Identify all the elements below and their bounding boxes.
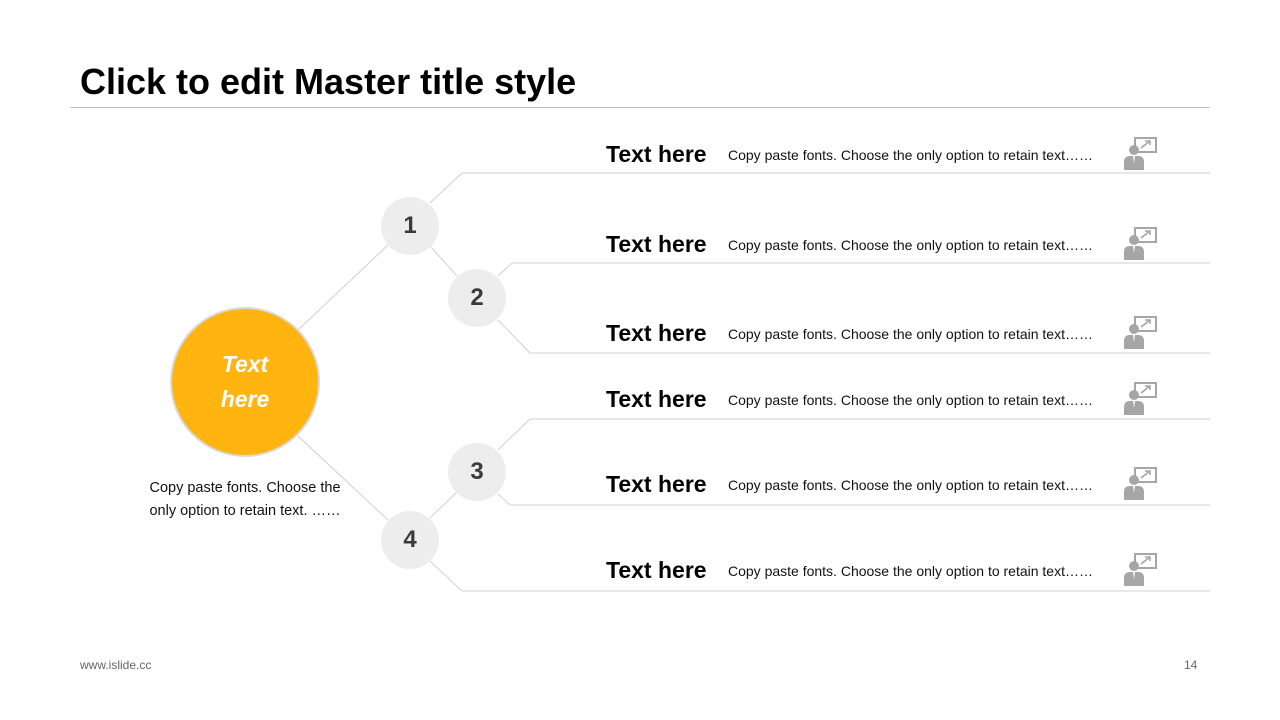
node-4: 4 (381, 511, 439, 569)
connector-node1-row1 (429, 172, 1210, 204)
item-heading: Text here (606, 320, 707, 346)
connector-node3-row4 (497, 418, 1210, 451)
connector-node4-row6 (429, 560, 1210, 592)
list-item: Text here Copy paste fonts. Choose the o… (600, 136, 1210, 170)
list-item: Text here Copy paste fonts. Choose the o… (600, 315, 1210, 349)
connector-node3-row5 (497, 493, 1210, 506)
presenter-icon (1122, 226, 1158, 260)
node-2: 2 (448, 269, 506, 327)
list-item: Text here Copy paste fonts. Choose the o… (600, 381, 1210, 415)
slide-title: Click to edit Master title style (80, 61, 577, 102)
presenter-icon (1122, 381, 1158, 415)
item-heading: Text here (606, 386, 707, 412)
item-heading: Text here (606, 471, 707, 497)
connector-main-node1 (297, 244, 389, 331)
connector-node1-node2 (429, 245, 458, 277)
item-text: Copy paste fonts. Choose the only option… (728, 477, 1093, 493)
presenter-icon (1122, 466, 1158, 500)
list-item: Text here Copy paste fonts. Choose the o… (600, 226, 1210, 260)
list-item: Text here Copy paste fonts. Choose the o… (600, 466, 1210, 500)
item-text: Copy paste fonts. Choose the only option… (728, 392, 1093, 408)
connector-main-node4 (297, 435, 389, 521)
item-text: Copy paste fonts. Choose the only option… (728, 326, 1093, 342)
item-text: Copy paste fonts. Choose the only option… (728, 147, 1093, 163)
page-number: 14 (1184, 658, 1198, 672)
presenter-icon (1122, 315, 1158, 349)
title-divider (70, 107, 1210, 108)
central-topic-description: Copy paste fonts. Choose the only option… (149, 480, 341, 519)
central-topic-circle: Text here (172, 309, 318, 455)
presenter-icon (1122, 136, 1158, 170)
central-topic-label: Text here (220, 351, 270, 412)
item-heading: Text here (606, 557, 707, 583)
list-item: Text here Copy paste fonts. Choose the o… (600, 552, 1210, 586)
item-text: Copy paste fonts. Choose the only option… (728, 237, 1093, 253)
footer-url: www.islide.cc (80, 658, 152, 672)
connector-node4-node3 (429, 491, 458, 519)
connector-node2-row3 (497, 319, 1210, 354)
item-text: Copy paste fonts. Choose the only option… (728, 563, 1093, 579)
presenter-icon (1122, 552, 1158, 586)
item-heading: Text here (606, 141, 707, 167)
node-3: 3 (448, 443, 506, 501)
node-1: 1 (381, 197, 439, 255)
item-heading: Text here (606, 231, 707, 257)
connector-node2-row2 (497, 262, 1210, 277)
